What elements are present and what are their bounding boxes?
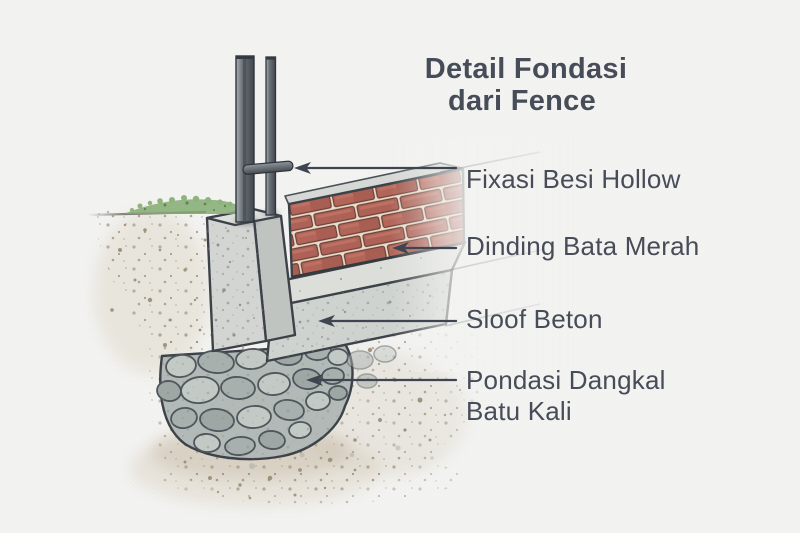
callout-label-fixasi-besi-hollow: Fixasi Besi Hollow: [466, 164, 681, 194]
diagram-title-line2: dari Fence: [448, 85, 596, 117]
leader-pondasi: [306, 374, 458, 386]
arrowhead-left-icon: [306, 374, 323, 386]
stone-foundation: [156, 341, 397, 461]
concrete-pier: [205, 207, 297, 353]
steel-posts: [234, 55, 294, 225]
diagram-title-line1: Detail Fondasi: [425, 53, 627, 85]
callout-label-batu-kali: Batu Kali: [466, 396, 572, 426]
leader-dinding: [392, 242, 458, 254]
distance-fade: [390, 140, 575, 372]
callout-label-sloof-beton: Sloof Beton: [466, 304, 603, 334]
arrowhead-left-icon: [318, 315, 335, 327]
fixing-bar: [242, 160, 294, 175]
illustration: [87, 55, 575, 506]
leader-sloof: [318, 315, 458, 327]
callout-label-pondasi-dangkal: Pondasi Dangkal: [466, 365, 666, 395]
arrowhead-left-icon: [392, 242, 409, 254]
leader-fixasi: [294, 162, 458, 174]
text-layer: Detail Fondasi dari Fence Fixasi Besi Ho…: [425, 53, 699, 426]
left-post: [235, 55, 255, 223]
arrowhead-left-icon: [294, 162, 311, 174]
right-post: [265, 56, 277, 216]
callout-label-dinding-bata-merah: Dinding Bata Merah: [466, 231, 699, 261]
leader-lines: [294, 162, 458, 386]
